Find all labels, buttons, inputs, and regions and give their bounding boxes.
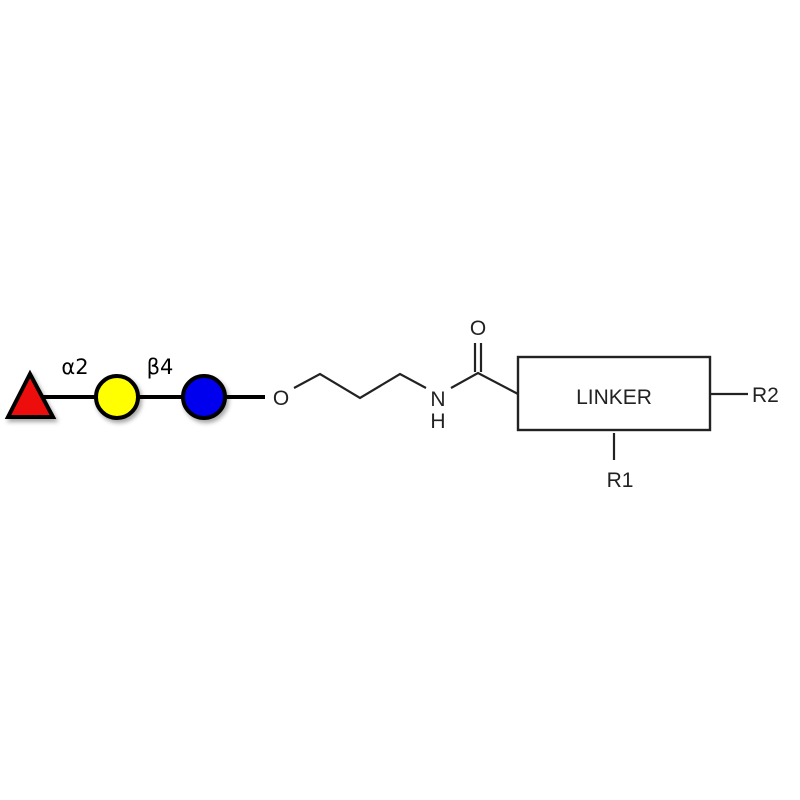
glucose-circle-icon: [181, 374, 227, 420]
linkage-beta4: β4: [147, 355, 174, 379]
amide-bond: [450, 371, 519, 395]
r1-label: R1: [607, 469, 634, 492]
amide-hydrogen: H: [430, 410, 445, 433]
linker-box: [516, 355, 712, 432]
galactose-circle-icon: [94, 374, 140, 420]
linkage-alpha2: α2: [61, 355, 88, 379]
ether-oxygen: O: [273, 387, 289, 410]
propyl-chain: [293, 372, 427, 400]
fucose-triangle-icon: [4, 369, 57, 419]
carbonyl-oxygen: O: [470, 317, 486, 340]
amide-nitrogen: N: [430, 388, 445, 411]
r2-label: R2: [752, 384, 779, 407]
linker-label: LINKER: [576, 386, 652, 409]
